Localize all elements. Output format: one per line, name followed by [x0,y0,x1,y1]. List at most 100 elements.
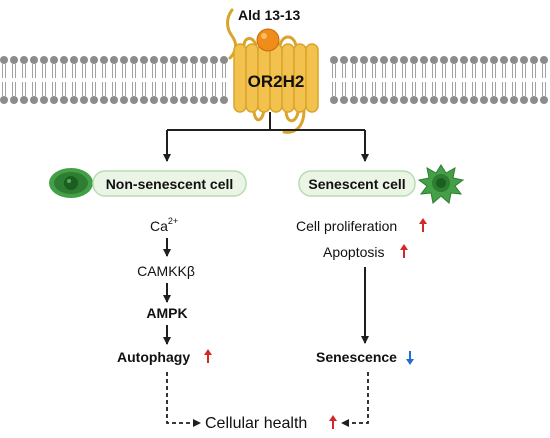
lipid-head [130,96,138,104]
lipid-head [40,56,48,64]
lipid-head [350,96,358,104]
lipid-head [440,56,448,64]
ligand-label: Ald 13-13 [238,7,300,23]
lipid-head [370,56,378,64]
lipid-head [0,56,8,64]
lipid-head [160,96,168,104]
lipid-head [200,56,208,64]
cell-proliferation-label: Cell proliferation [296,218,397,234]
branch-connector [163,112,369,162]
lipid-head [170,96,178,104]
lipid-head [140,96,148,104]
lipid-head [410,56,418,64]
receptor-or2h2: OR2H2 [226,8,319,134]
lipid-head [510,96,518,104]
lipid-head [190,56,198,64]
lipid-head [30,96,38,104]
up-arrow-icon [419,218,427,232]
lipid-head [330,56,338,64]
lipid-head [420,96,428,104]
lipid-head [200,96,208,104]
lipid-head [110,56,118,64]
calcium-label: Ca2+ [150,216,178,234]
lipid-head [70,56,78,64]
ampk-label: AMPK [146,305,187,321]
lipid-head [140,56,148,64]
lipid-head [80,56,88,64]
lipid-head [20,56,28,64]
senescent-cell-icon [417,164,465,204]
lipid-head [90,56,98,64]
lipid-head [370,96,378,104]
lipid-head [400,56,408,64]
lipid-head [120,56,128,64]
lipid-head [350,56,358,64]
lipid-head [540,56,548,64]
lipid-head [50,56,58,64]
lipid-head [450,96,458,104]
non-senescent-box [92,170,247,197]
up-arrow-icon [329,415,337,429]
lipid-head [330,96,338,104]
lipid-head [180,56,188,64]
non-senescent-title: Non-senescent cell [106,176,234,192]
up-arrow-icon [400,244,408,258]
lipid-head [340,96,348,104]
non-senescent-cell-icon [49,168,93,198]
lipid-head [530,56,538,64]
lipid-head [500,96,508,104]
ligand-group: Ald 13-13 [238,7,300,52]
senescent-box [298,170,416,197]
cellular-health-label: Cellular health [205,415,307,432]
lipid-head [60,96,68,104]
lipid-head [410,96,418,104]
lipid-head [40,96,48,104]
lipid-head [80,96,88,104]
lipid-head [510,56,518,64]
lipid-head [500,56,508,64]
lipid-head [90,96,98,104]
lipid-head [190,96,198,104]
lipid-head [150,96,158,104]
receptor-label: OR2H2 [248,72,305,91]
lipid-head [360,56,368,64]
lipid-head [380,56,388,64]
senescent-title: Senescent cell [308,176,405,192]
lipid-head [10,56,18,64]
lipid-head [360,96,368,104]
down-arrow-icon [406,351,414,365]
lipid-head [380,96,388,104]
lipid-head [490,56,498,64]
up-arrow-icon [204,349,212,363]
lipid-head [220,56,228,64]
lipid-head [530,96,538,104]
lipid-head [470,56,478,64]
lipid-head [180,96,188,104]
lipid-head [460,96,468,104]
lipid-head [120,96,128,104]
lipid-head [520,96,528,104]
lipid-head [400,96,408,104]
apoptosis-label: Apoptosis [323,244,384,260]
lipid-head [520,56,528,64]
autophagy-label: Autophagy [117,349,190,365]
lipid-head [50,96,58,104]
lipid-head [150,56,158,64]
lipid-head [130,56,138,64]
lipid-head [430,96,438,104]
lipid-head [420,56,428,64]
camkk-label: CAMKKβ [137,263,195,279]
lipid-head [220,96,228,104]
lipid-head [430,56,438,64]
lipid-head [470,96,478,104]
lipid-head [70,96,78,104]
lipid-head [20,96,28,104]
lipid-head [170,56,178,64]
lipid-head [390,56,398,64]
lipid-head [110,96,118,104]
senescence-label: Senescence [316,349,397,365]
lipid-head [210,56,218,64]
dashed-connectors [166,372,369,427]
lipid-head [30,56,38,64]
